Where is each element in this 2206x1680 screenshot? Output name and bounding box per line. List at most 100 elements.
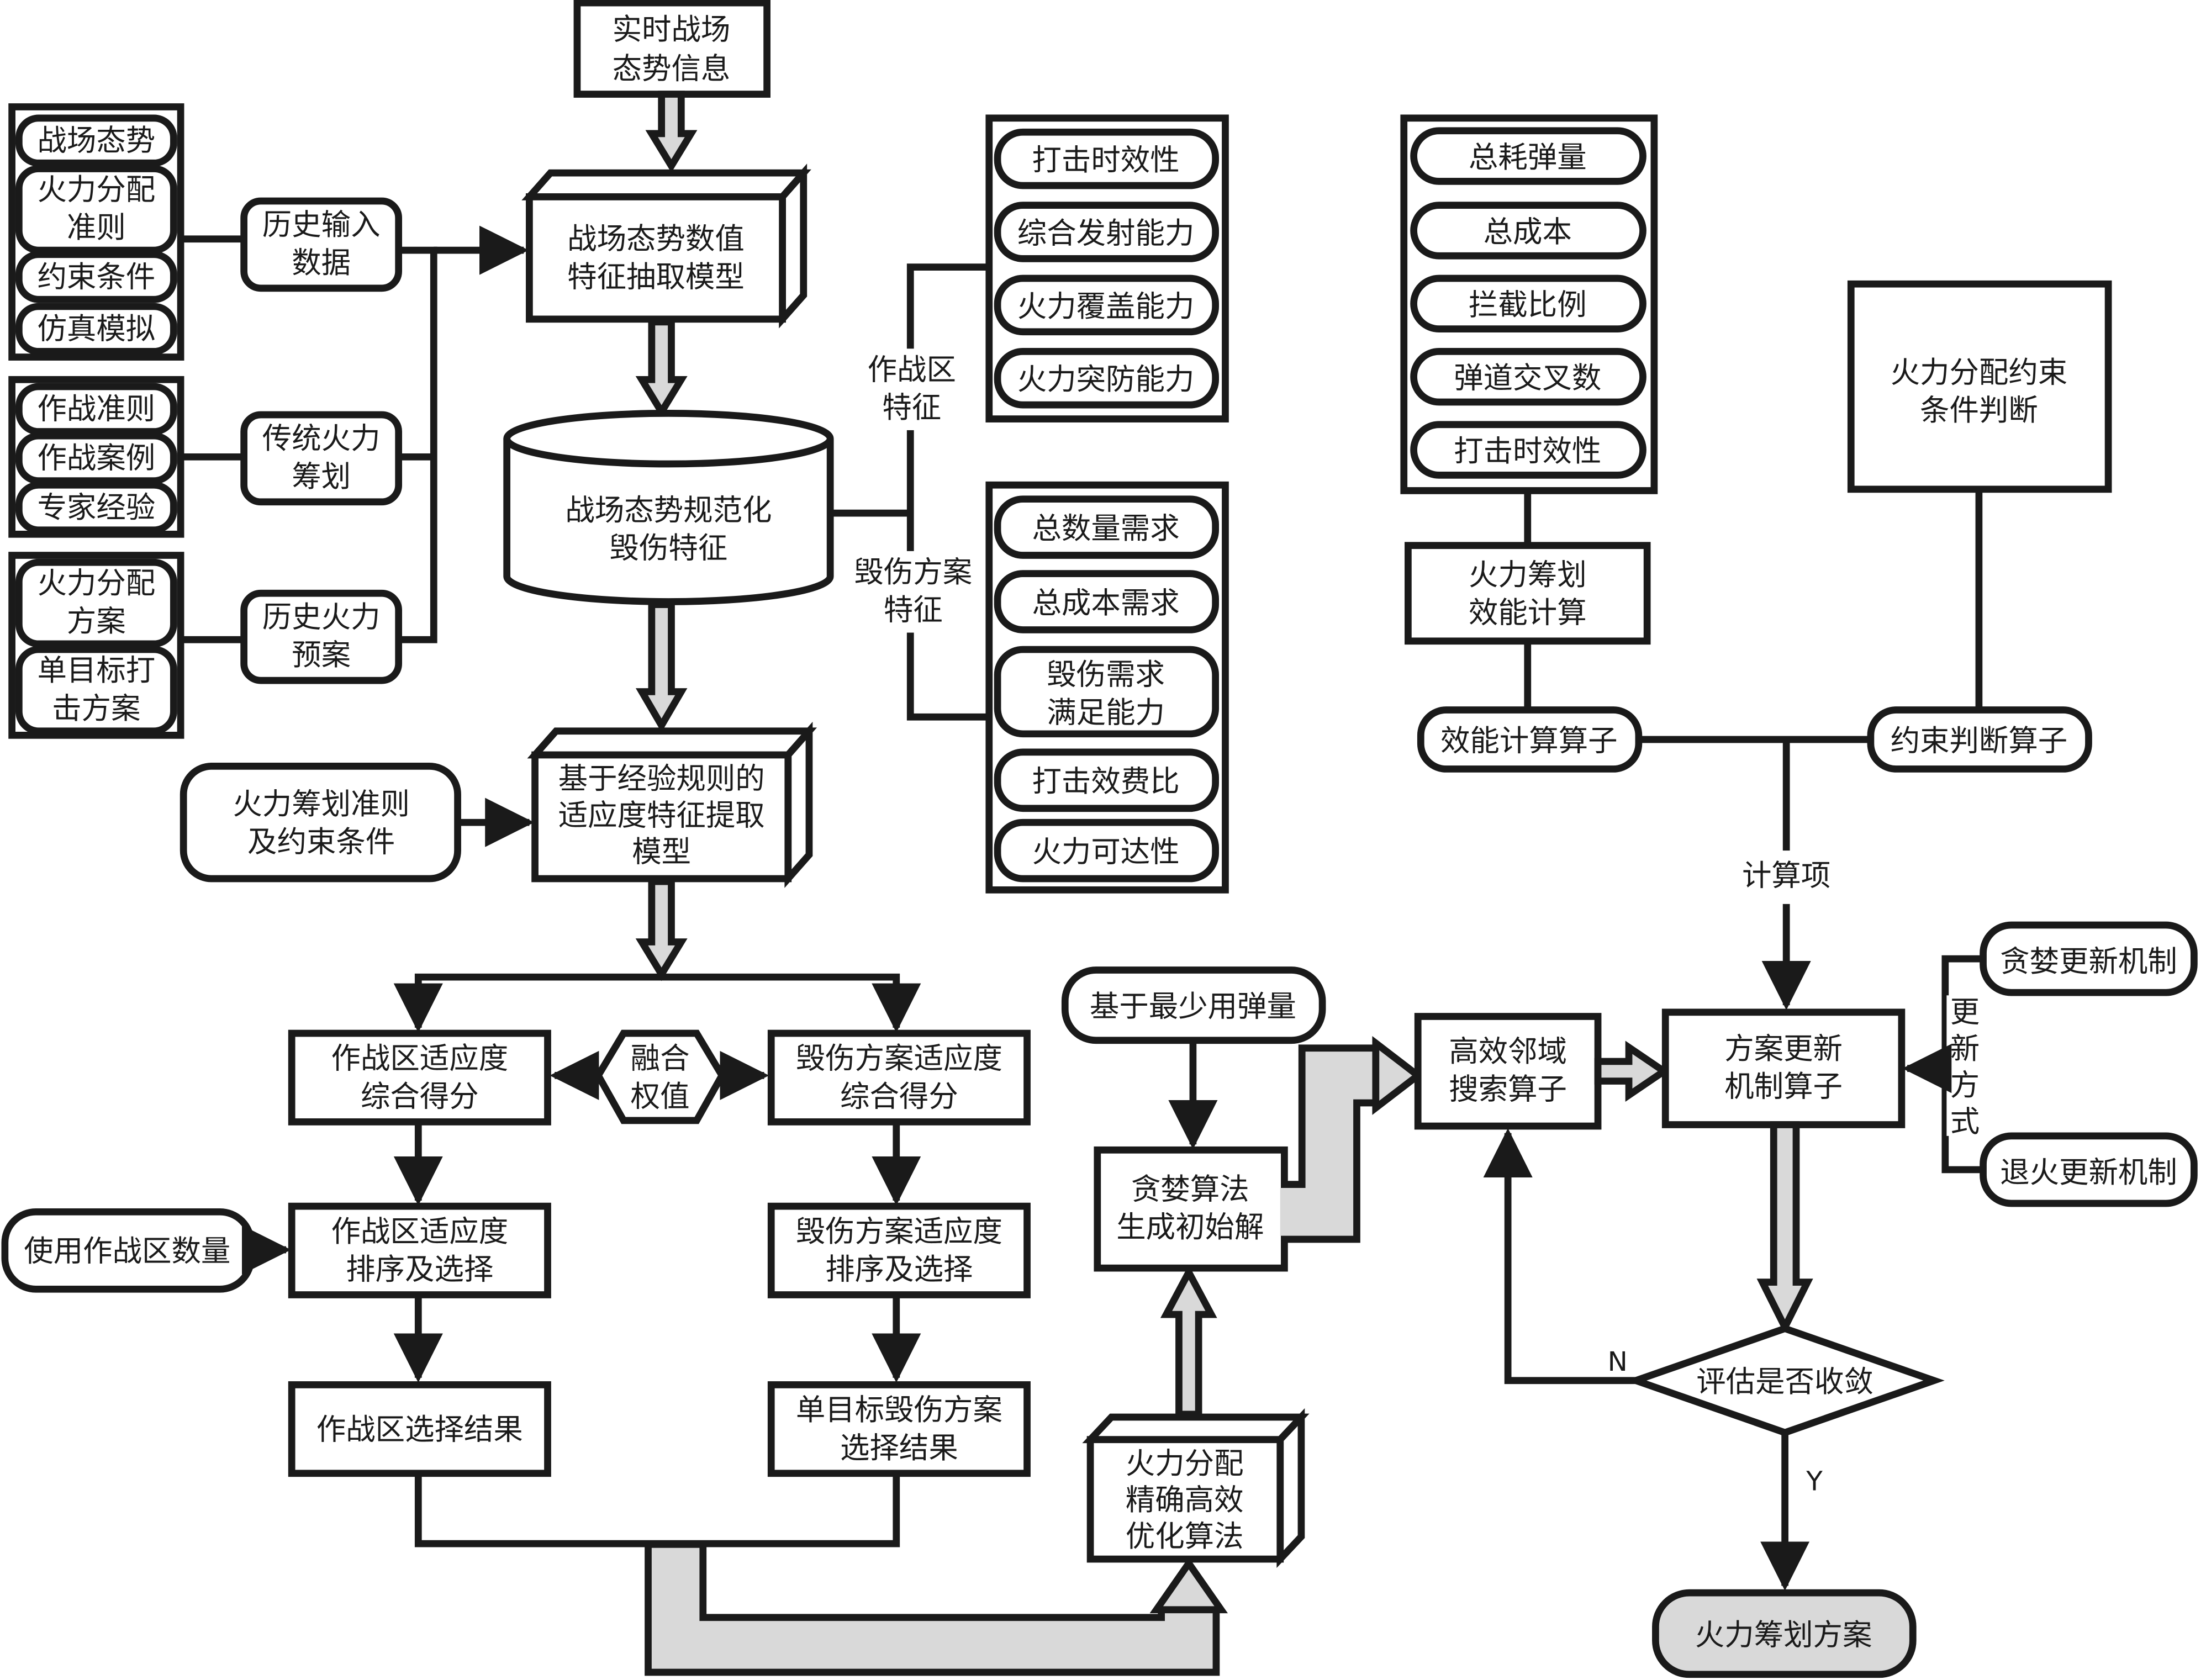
- zone-count-label: 使用作战区数量: [24, 1233, 230, 1268]
- no-label: N: [1608, 1346, 1628, 1377]
- zone-feature-2: [994, 202, 1220, 262]
- history-item-4: [15, 303, 177, 355]
- damage-feature-label-bg: [844, 551, 985, 633]
- convergence-label: 评估是否收敛: [1696, 1364, 1873, 1399]
- metric-3: [1410, 274, 1646, 333]
- final-plan-label: 火力筹划方案: [1695, 1617, 1872, 1652]
- damage-score-line2: 综合得分: [840, 1079, 958, 1113]
- arrow-extraction-to-normalized: [635, 318, 688, 419]
- plan-item-1-line1: 火力分配: [37, 566, 155, 600]
- history-item-1: [15, 114, 177, 167]
- zone-score-box: [288, 1029, 551, 1126]
- metric-3-label: 拦截比例: [1469, 287, 1587, 322]
- greedy-update-label: 贪婪更新机制: [2000, 944, 2177, 979]
- criteria-input-line1: 火力筹划准则: [233, 786, 410, 821]
- tradition-item-2: [15, 432, 177, 484]
- plan-item-1: [15, 558, 177, 648]
- arrow-normalized-to-fitness: [635, 601, 688, 733]
- update-operator-line2: 机制算子: [1724, 1069, 1843, 1104]
- efficiency-calc-line2: 效能计算: [1469, 595, 1587, 630]
- greedy-init-line2: 生成初始解: [1116, 1209, 1264, 1244]
- fusion-weight-line2: 权值: [631, 1079, 690, 1113]
- extraction-model-top: [521, 169, 811, 200]
- fitness-model-line1: 基于经验规则的: [558, 761, 765, 796]
- normalized-feature-line2: 毁伤特征: [610, 531, 728, 566]
- efficiency-operator-box: [1417, 706, 1643, 773]
- fitness-model-line2: 适应度特征提取: [558, 797, 765, 832]
- merge-bracket: [398, 246, 437, 643]
- algorithm-line3: 优化算法: [1126, 1519, 1244, 1554]
- metric-5-label: 打击时效性: [1454, 434, 1601, 468]
- gray-arrowhead-to-algorithm: [1149, 1557, 1228, 1614]
- gray-arrow-update-to-convergence: [1756, 1121, 1813, 1335]
- constraint-judge-line1: 火力分配约束: [1891, 355, 2068, 389]
- metric-2-label: 总成本: [1484, 214, 1572, 249]
- optimization-algorithm-box: [1086, 1436, 1284, 1563]
- damage-feature-4-label: 打击效费比: [1032, 764, 1179, 799]
- extraction-model-line2: 特征抽取模型: [567, 259, 745, 294]
- damage-result-line2: 选择结果: [840, 1430, 958, 1465]
- damage-feature-5-label: 火力可达性: [1032, 834, 1179, 869]
- zone-score-line2: 综合得分: [361, 1079, 479, 1113]
- tradition-item-3-label: 专家经验: [37, 490, 155, 525]
- zone-feature-4-label: 火力突防能力: [1017, 362, 1195, 397]
- constraint-operator-box: [1867, 706, 2092, 773]
- metric-4: [1410, 348, 1646, 406]
- tradition-item-1: [15, 383, 177, 435]
- damage-sort-box: [767, 1202, 1031, 1298]
- algorithm-line1: 火力分配: [1126, 1446, 1244, 1481]
- update-mode-char-2: 新: [1950, 1031, 1980, 1066]
- metric-4-label: 弹道交叉数: [1454, 361, 1601, 395]
- update-mode-char-3: 方: [1950, 1068, 1980, 1102]
- plan-item-2-line2: 击方案: [52, 691, 140, 726]
- update-mode-char-1: 更: [1950, 995, 1980, 1029]
- zone-feature-3: [994, 274, 1220, 336]
- metric-5: [1410, 421, 1646, 479]
- zone-score-line1: 作战区适应度: [331, 1041, 509, 1076]
- algorithm-line2: 精确高效: [1126, 1482, 1244, 1517]
- zone-feature-1-label: 打击时效性: [1032, 142, 1179, 177]
- feature-bracket: [906, 263, 989, 721]
- arrow-no-to-search: [1483, 1128, 1636, 1385]
- efficiency-calc-line1: 火力筹划: [1469, 557, 1587, 592]
- annealing-update-label: 退火更新机制: [2000, 1155, 2177, 1190]
- realtime-info-line1: 实时战场: [613, 12, 731, 46]
- damage-sort-line1: 毁伤方案适应度: [796, 1214, 1002, 1249]
- damage-feature-4: [994, 748, 1220, 812]
- realtime-info-line2: 态势信息: [613, 51, 731, 86]
- damage-result-box: [767, 1381, 1031, 1477]
- historical-plans-line1: 历史火力: [262, 599, 381, 634]
- history-item-2-line2: 准则: [67, 210, 126, 245]
- gray-path-greedy-to-search-fill: [1280, 1052, 1383, 1236]
- damage-feature-3-line1: 毁伤需求: [1047, 657, 1165, 692]
- criteria-input-line2: 及约束条件: [247, 825, 395, 859]
- zone-result-label: 作战区选择结果: [316, 1412, 523, 1447]
- zone-feature-2-label: 综合发射能力: [1017, 215, 1195, 250]
- tradition-item-3: [15, 481, 177, 534]
- tradition-item-2-label: 作战案例: [37, 441, 155, 476]
- tradition-item-1-label: 作战准则: [37, 392, 155, 426]
- damage-feature-5: [994, 818, 1220, 883]
- fitness-model-line3: 模型: [632, 834, 691, 869]
- zone-feature-1: [994, 128, 1220, 189]
- history-input-box: [240, 197, 403, 292]
- arrow-fitness-to-split: [635, 878, 688, 981]
- history-input-line2: 数据: [292, 245, 351, 280]
- gray-arrowhead-to-search: [1372, 1036, 1424, 1115]
- gray-path-results-to-algorithm-fill: [651, 1547, 1213, 1669]
- traditional-planning-line1: 传统火力: [262, 421, 381, 456]
- fusion-weight-line1: 融合: [631, 1041, 690, 1076]
- update-operator-line1: 方案更新: [1724, 1031, 1843, 1066]
- efficiency-operator-label: 效能计算算子: [1440, 723, 1618, 758]
- damage-feature-3: [994, 646, 1220, 738]
- fitness-model-top: [527, 727, 817, 759]
- history-item-3-label: 约束条件: [37, 259, 155, 294]
- zone-feature-label-line2: 特征: [882, 390, 941, 425]
- zone-sort-box: [288, 1202, 551, 1298]
- historical-plans-line2: 预案: [292, 637, 351, 672]
- yes-label: Y: [1806, 1466, 1823, 1497]
- zone-feature-label-bg: [855, 348, 968, 430]
- traditional-planning-line2: 筹划: [292, 459, 351, 494]
- extraction-model-line1: 战场态势数值: [567, 221, 745, 256]
